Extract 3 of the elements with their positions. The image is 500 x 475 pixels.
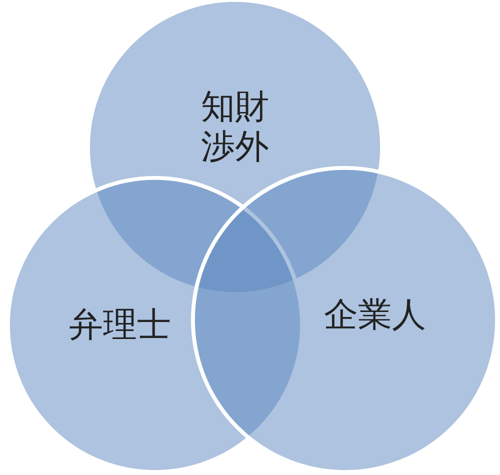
circle-label: 企業人 [323, 295, 427, 335]
circle-label: 弁理士 [68, 305, 172, 345]
circle-label: 知財渉外 [200, 87, 270, 167]
